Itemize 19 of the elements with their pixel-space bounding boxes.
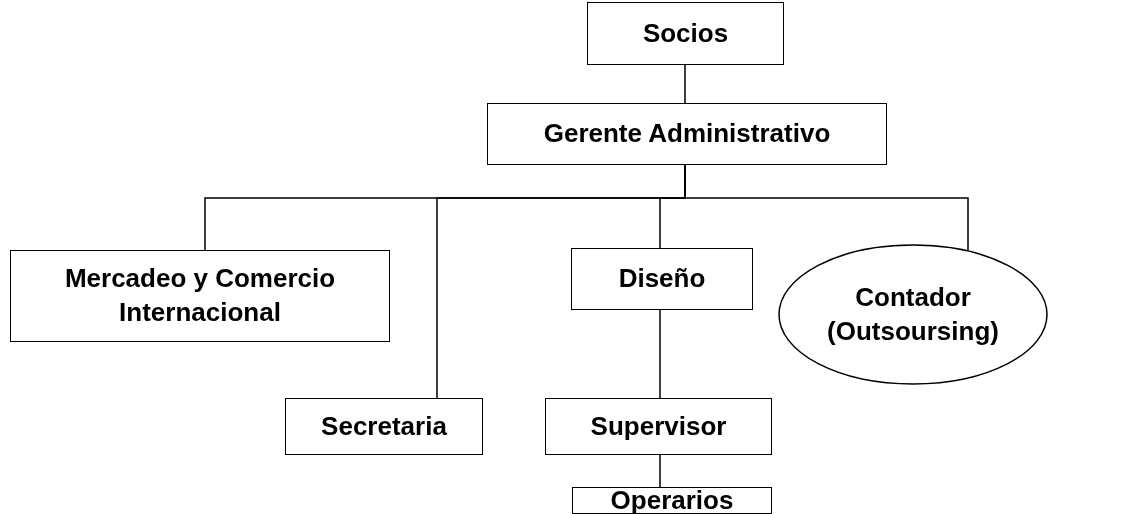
org-box [487,103,887,165]
node-label: Diseño [618,262,706,296]
org-box [10,250,390,342]
connector-line [659,309,661,399]
connector-line [684,64,686,104]
node-label: Secretaria [321,409,447,443]
ellipse-node [778,244,1048,385]
node-label: Contador (Outsoursing) [826,280,1000,348]
connector-line [659,454,661,488]
node-label: Gerente Administrativo [543,117,831,151]
node-label: Operarios [610,483,734,514]
org-box [587,2,784,65]
org-box [285,398,483,455]
org-box [571,248,753,310]
node-label: Mercadeo y Comercio Internacional [63,262,337,329]
org-box [572,487,772,514]
node-label: Supervisor [590,409,727,443]
node-label: Socios [642,16,729,50]
org-box [545,398,772,455]
